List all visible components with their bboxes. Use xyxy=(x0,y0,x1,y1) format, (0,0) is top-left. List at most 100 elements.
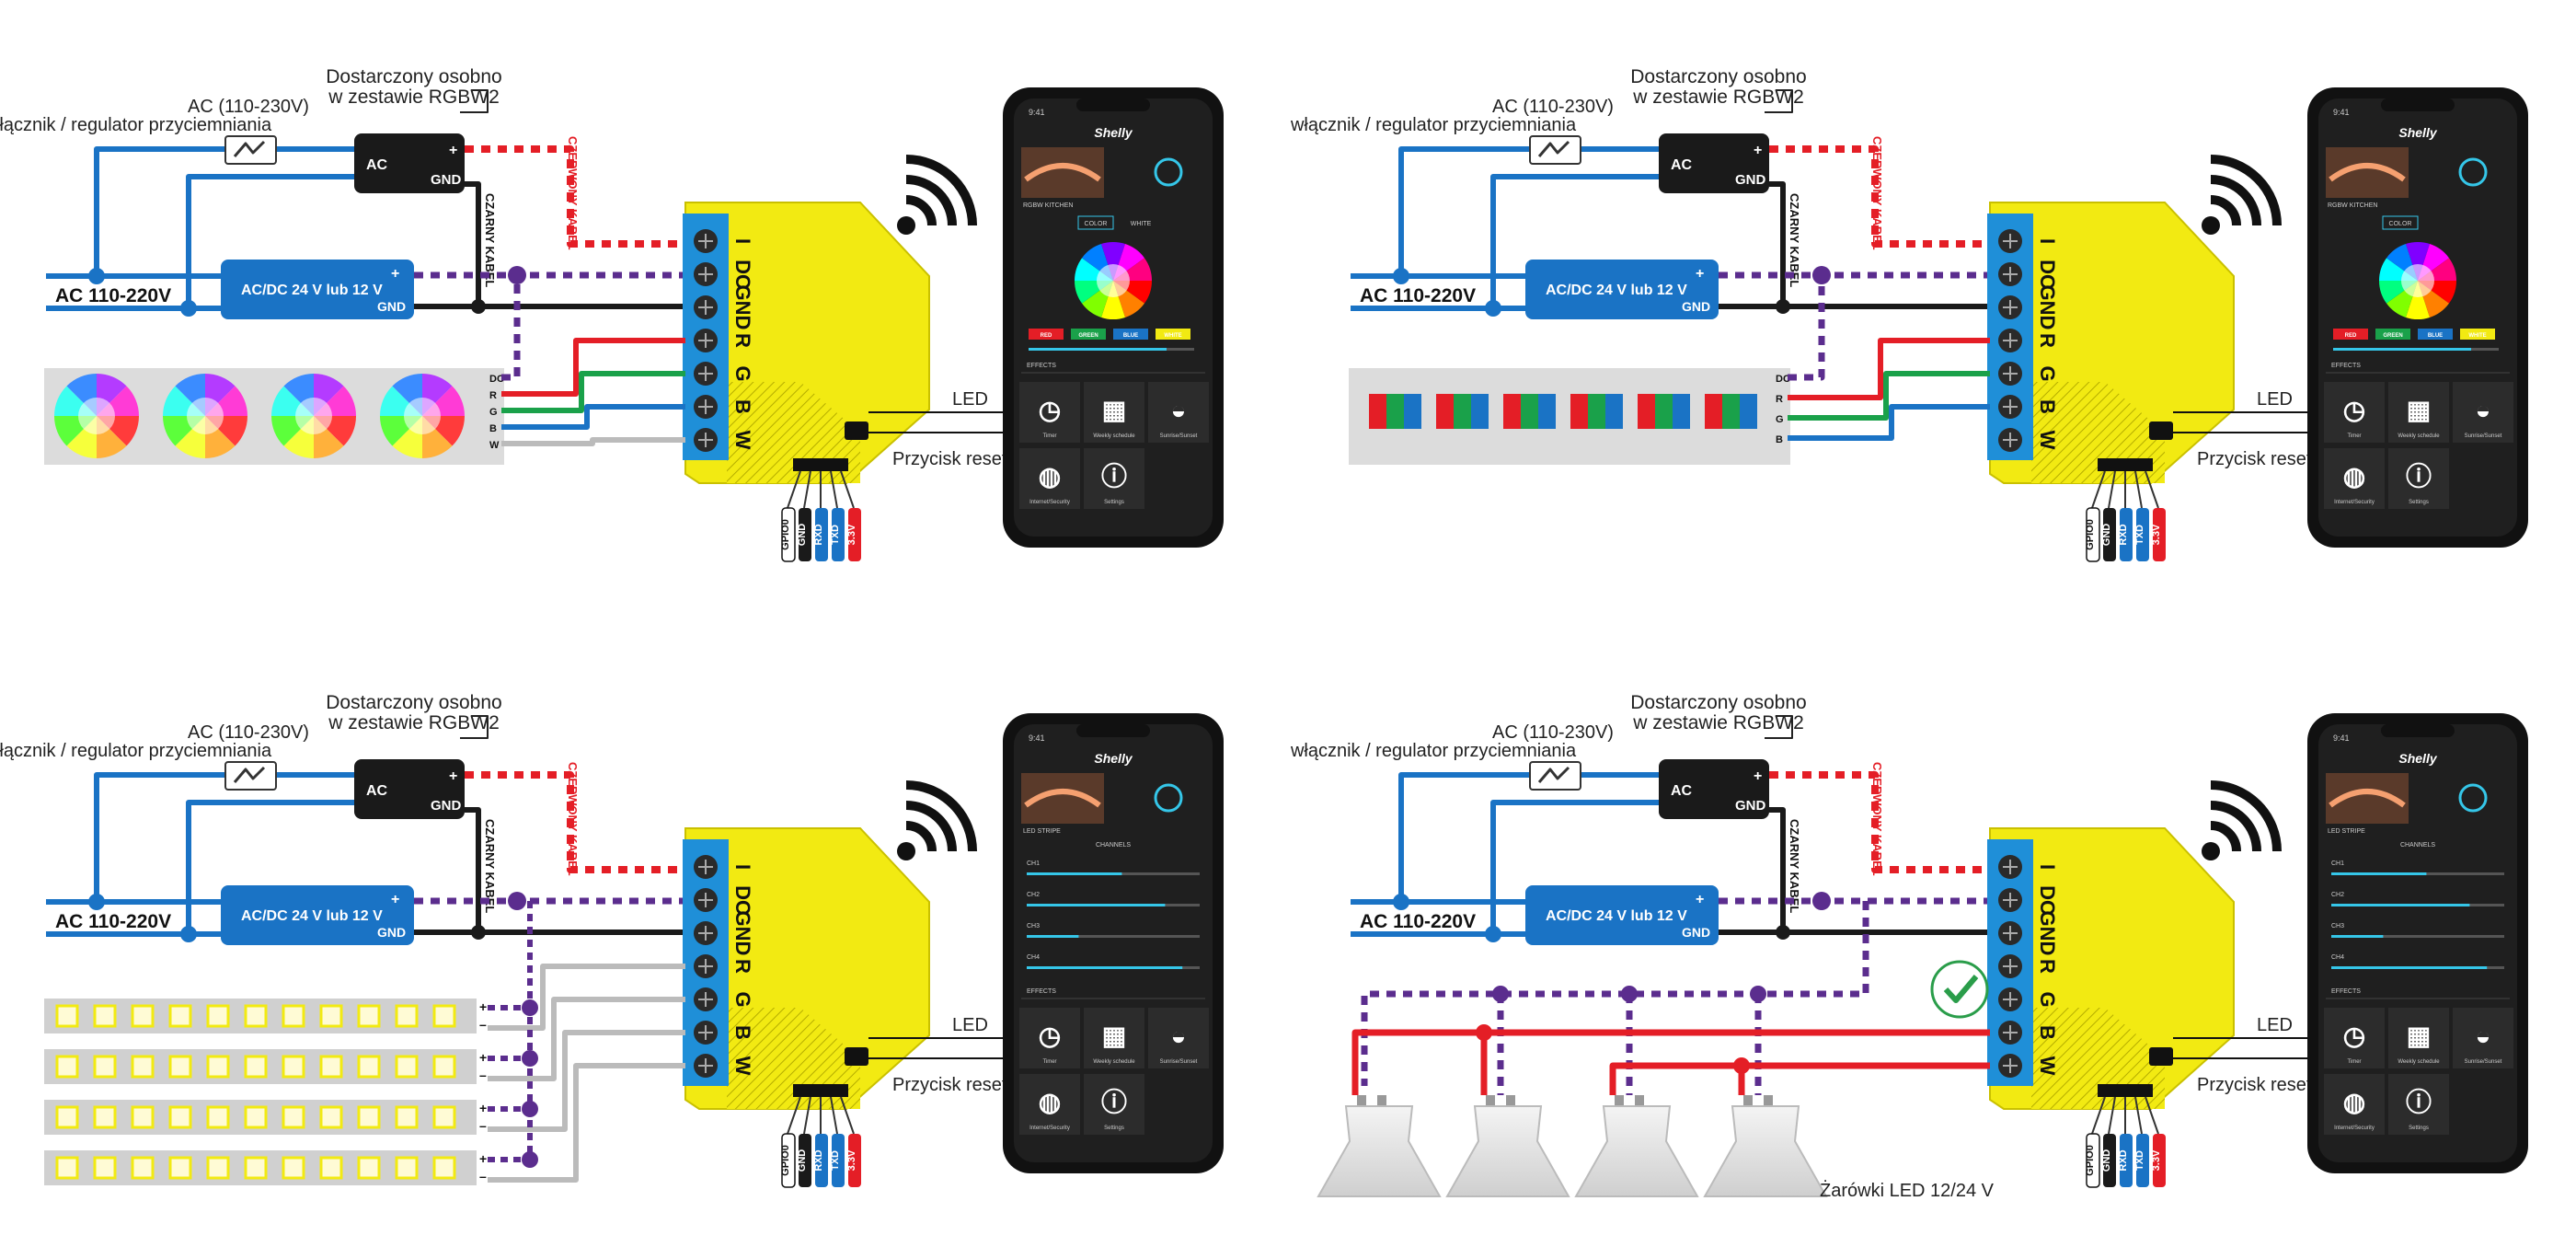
gpio-header xyxy=(2098,1084,2153,1097)
app-tile xyxy=(2388,1074,2449,1135)
junction-dot xyxy=(1621,986,1638,1002)
psu-gnd-label: GND xyxy=(1735,172,1766,188)
wifi-arc xyxy=(2210,780,2282,852)
rgb-led-chip xyxy=(1740,394,1757,429)
junction-dot xyxy=(1393,268,1409,284)
tile-label: Weekly schedule xyxy=(1093,1059,1135,1065)
wifi-icon xyxy=(897,155,977,235)
junction-dot xyxy=(1393,894,1409,910)
phone-time: 9:41 xyxy=(2333,733,2350,743)
switch-lever xyxy=(233,140,266,157)
tile-icon: ◒ xyxy=(1171,1022,1187,1050)
strip-wire-W xyxy=(501,437,685,446)
psu-ac-box xyxy=(354,759,465,819)
bulb-body xyxy=(1445,1105,1570,1197)
terminal-label-W: W xyxy=(2036,1056,2059,1076)
junction-dot xyxy=(508,892,526,910)
color-button-label: WHITE xyxy=(2468,333,2486,339)
red-cable-dotted xyxy=(1769,771,1990,873)
color-wheel-slice xyxy=(1101,281,1125,319)
led-indicator xyxy=(845,1047,868,1066)
ac-live-wire xyxy=(1398,772,1530,902)
bulb-red-wire-1 xyxy=(1351,1029,1990,1095)
app-tile xyxy=(2324,382,2385,443)
rgb-led-chip xyxy=(1454,394,1471,429)
ac-neutral-wire xyxy=(1490,800,1659,934)
terminal-label-B: B xyxy=(731,1025,754,1040)
white-led-chip xyxy=(93,1055,117,1079)
panel-rgbw-strip: AC (110-230V)włącznik / regulator przyci… xyxy=(0,66,1224,562)
app-tile xyxy=(1019,1008,1080,1068)
tile-label: Sunrise/Sunset xyxy=(1160,433,1198,439)
channel-fill xyxy=(2331,935,2384,938)
rgb-led-chip xyxy=(1436,394,1454,429)
supplied-label: Dostarczony osobno xyxy=(1630,692,1806,713)
rgb-led-icon xyxy=(54,374,139,458)
gpio-header xyxy=(2098,458,2153,471)
switch-lever xyxy=(233,766,266,783)
tile-icon: ⓘ xyxy=(2406,461,2432,491)
bulb-pin xyxy=(1764,1095,1773,1108)
black-cable-label: CZARNY KABEL xyxy=(483,193,497,287)
psu-ac-label: AC xyxy=(366,157,388,173)
junction-dot xyxy=(88,894,105,910)
tab-color-label: COLOR xyxy=(2389,221,2412,227)
reset-label: Przycisk reset xyxy=(892,449,1007,469)
psu-acdc-box xyxy=(1525,885,1719,945)
app-tile xyxy=(2388,1008,2449,1068)
gpio-pin-RXD xyxy=(815,508,828,561)
wifi-arc xyxy=(905,821,937,852)
gpio-pin-gpio0-bg xyxy=(781,507,796,562)
dimmer-switch-icon xyxy=(224,135,277,165)
white-led-chip xyxy=(357,1004,381,1028)
tile-label: Internet/Security xyxy=(1029,1126,1070,1131)
strip-plus: + xyxy=(479,1101,487,1115)
color-wheel-slice xyxy=(2406,281,2430,319)
bulb-pin xyxy=(1743,1095,1753,1108)
effects-label: EFFECTS xyxy=(2331,363,2361,369)
gpio-label-3.3V: 3.3V xyxy=(846,524,857,545)
gpio-pin-TXD xyxy=(832,508,845,561)
phone-notch xyxy=(2381,98,2455,111)
terminal-label-GND: GND xyxy=(2036,285,2059,330)
wifi-dot xyxy=(897,216,915,235)
app-tile xyxy=(1084,1008,1144,1068)
led-label: LED xyxy=(952,389,988,410)
wifi-arc xyxy=(2210,801,2261,852)
supplied-pointer xyxy=(1765,89,1793,113)
strip-wire-R xyxy=(501,338,685,397)
app-tile xyxy=(1148,382,1209,443)
wifi-arc xyxy=(905,195,937,226)
gpio-lead xyxy=(2145,1096,2159,1135)
terminal-label-G: G xyxy=(2036,365,2059,381)
strip-photo xyxy=(2329,789,2406,808)
gpio-lead xyxy=(2145,470,2159,509)
gpio-label-RXD: RXD xyxy=(2118,524,2129,545)
brightness-fill xyxy=(2333,348,2471,351)
wifi-arc xyxy=(2210,175,2261,226)
reset-label: Przycisk reset xyxy=(2197,1075,2312,1095)
gpio-lead xyxy=(2091,470,2106,509)
terminal-label-B: B xyxy=(2036,1025,2059,1040)
switch-sub-label: włącznik / regulator przyciemniania xyxy=(1290,115,1577,135)
psu-acdc-label: AC/DC 24 V lub 12 V xyxy=(1546,908,1687,924)
wifi-arc xyxy=(905,155,977,226)
channel-fill xyxy=(2331,966,2488,969)
supplied-pointer xyxy=(1765,715,1793,739)
white-led-chip xyxy=(55,1156,79,1180)
channel-label-CH4: CH4 xyxy=(1027,954,1040,961)
psu-gnd-label: GND xyxy=(431,798,462,814)
check-mark xyxy=(1943,975,1979,1003)
terminal-label-I: I xyxy=(731,864,754,870)
bulbs-label: Żarówki LED 12/24 V xyxy=(1820,1180,1995,1201)
strip-photo xyxy=(2329,163,2406,182)
ac-neutral-wire xyxy=(1490,174,1659,308)
strip-minus: – xyxy=(479,1068,487,1082)
white-led-chip xyxy=(432,1004,456,1028)
junction-dot xyxy=(88,268,105,284)
white-led-chip xyxy=(55,1105,79,1129)
power-icon xyxy=(1154,783,1183,813)
color-wheel-center xyxy=(2401,264,2434,297)
reset-label: Przycisk reset xyxy=(2197,449,2312,469)
wifi-arc xyxy=(2210,155,2282,226)
